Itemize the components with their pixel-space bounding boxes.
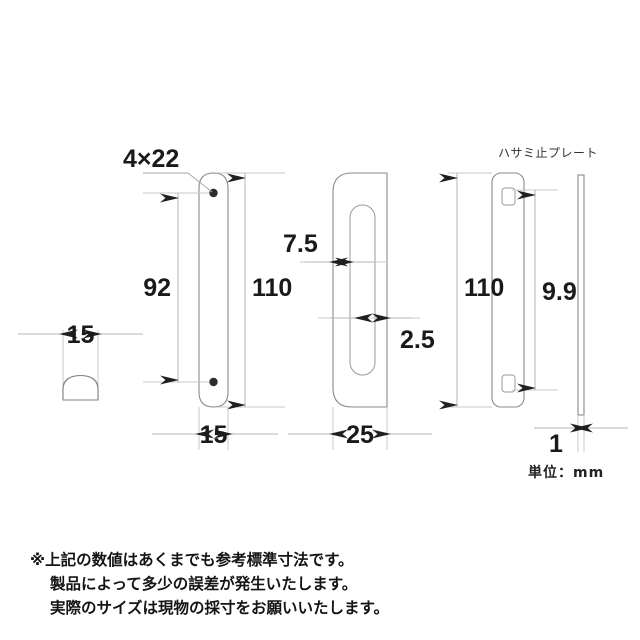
stopper-plate-outline xyxy=(491,172,525,408)
view-end-piece: 15 xyxy=(18,321,143,401)
view-front-plate: 4×22 92 110 15 xyxy=(123,145,292,450)
view-side-profile: 7.5 2.5 25 xyxy=(283,172,435,450)
leader-diagonal-4x22 xyxy=(187,172,213,193)
dimension-label-25: 25 xyxy=(346,421,374,449)
stopper-plate-title: ハサミ止プレート xyxy=(498,146,598,160)
stopper-plate-edge-view xyxy=(577,174,585,416)
dimension-label-2-5: 2.5 xyxy=(400,326,435,354)
dimension-label-4x22: 4×22 xyxy=(123,145,179,173)
dimension-label-15-end: 15 xyxy=(67,321,95,349)
footer-note: ※上記の数値はあくまでも参考標準寸法です。 製品によって多少の誤差が発生いたしま… xyxy=(30,548,620,620)
screw-hole-top xyxy=(209,188,218,198)
screw-hole-bottom xyxy=(209,377,218,387)
end-piece-dome xyxy=(62,374,99,391)
footer-line-1: ※上記の数値はあくまでも参考標準寸法です。 xyxy=(30,551,354,569)
front-plate-outline xyxy=(198,172,229,408)
end-piece-base xyxy=(62,388,99,401)
dimension-label-1: 1 xyxy=(549,430,563,458)
dimension-label-9-9: 9.9 xyxy=(542,278,577,306)
stopper-plate-hole-top xyxy=(501,187,516,206)
dimension-label-15-front: 15 xyxy=(200,421,228,449)
dimension-label-110-front: 110 xyxy=(252,274,292,302)
view-stopper-plate: ハサミ止プレート 110 9.9 xyxy=(439,146,628,481)
footer-line-3: 実際のサイズは現物の採寸をお願いいたします。 xyxy=(50,599,389,617)
dimension-label-110-plate: 110 xyxy=(464,274,504,302)
dimension-label-7-5: 7.5 xyxy=(283,230,318,258)
unit-note: 単位：mm xyxy=(528,464,604,481)
dimension-label-92: 92 xyxy=(143,274,171,302)
side-profile-slot xyxy=(349,204,376,376)
stopper-plate-hole-bottom xyxy=(501,374,516,393)
footer-line-2: 製品によって多少の誤差が発生いたします。 xyxy=(50,575,358,593)
